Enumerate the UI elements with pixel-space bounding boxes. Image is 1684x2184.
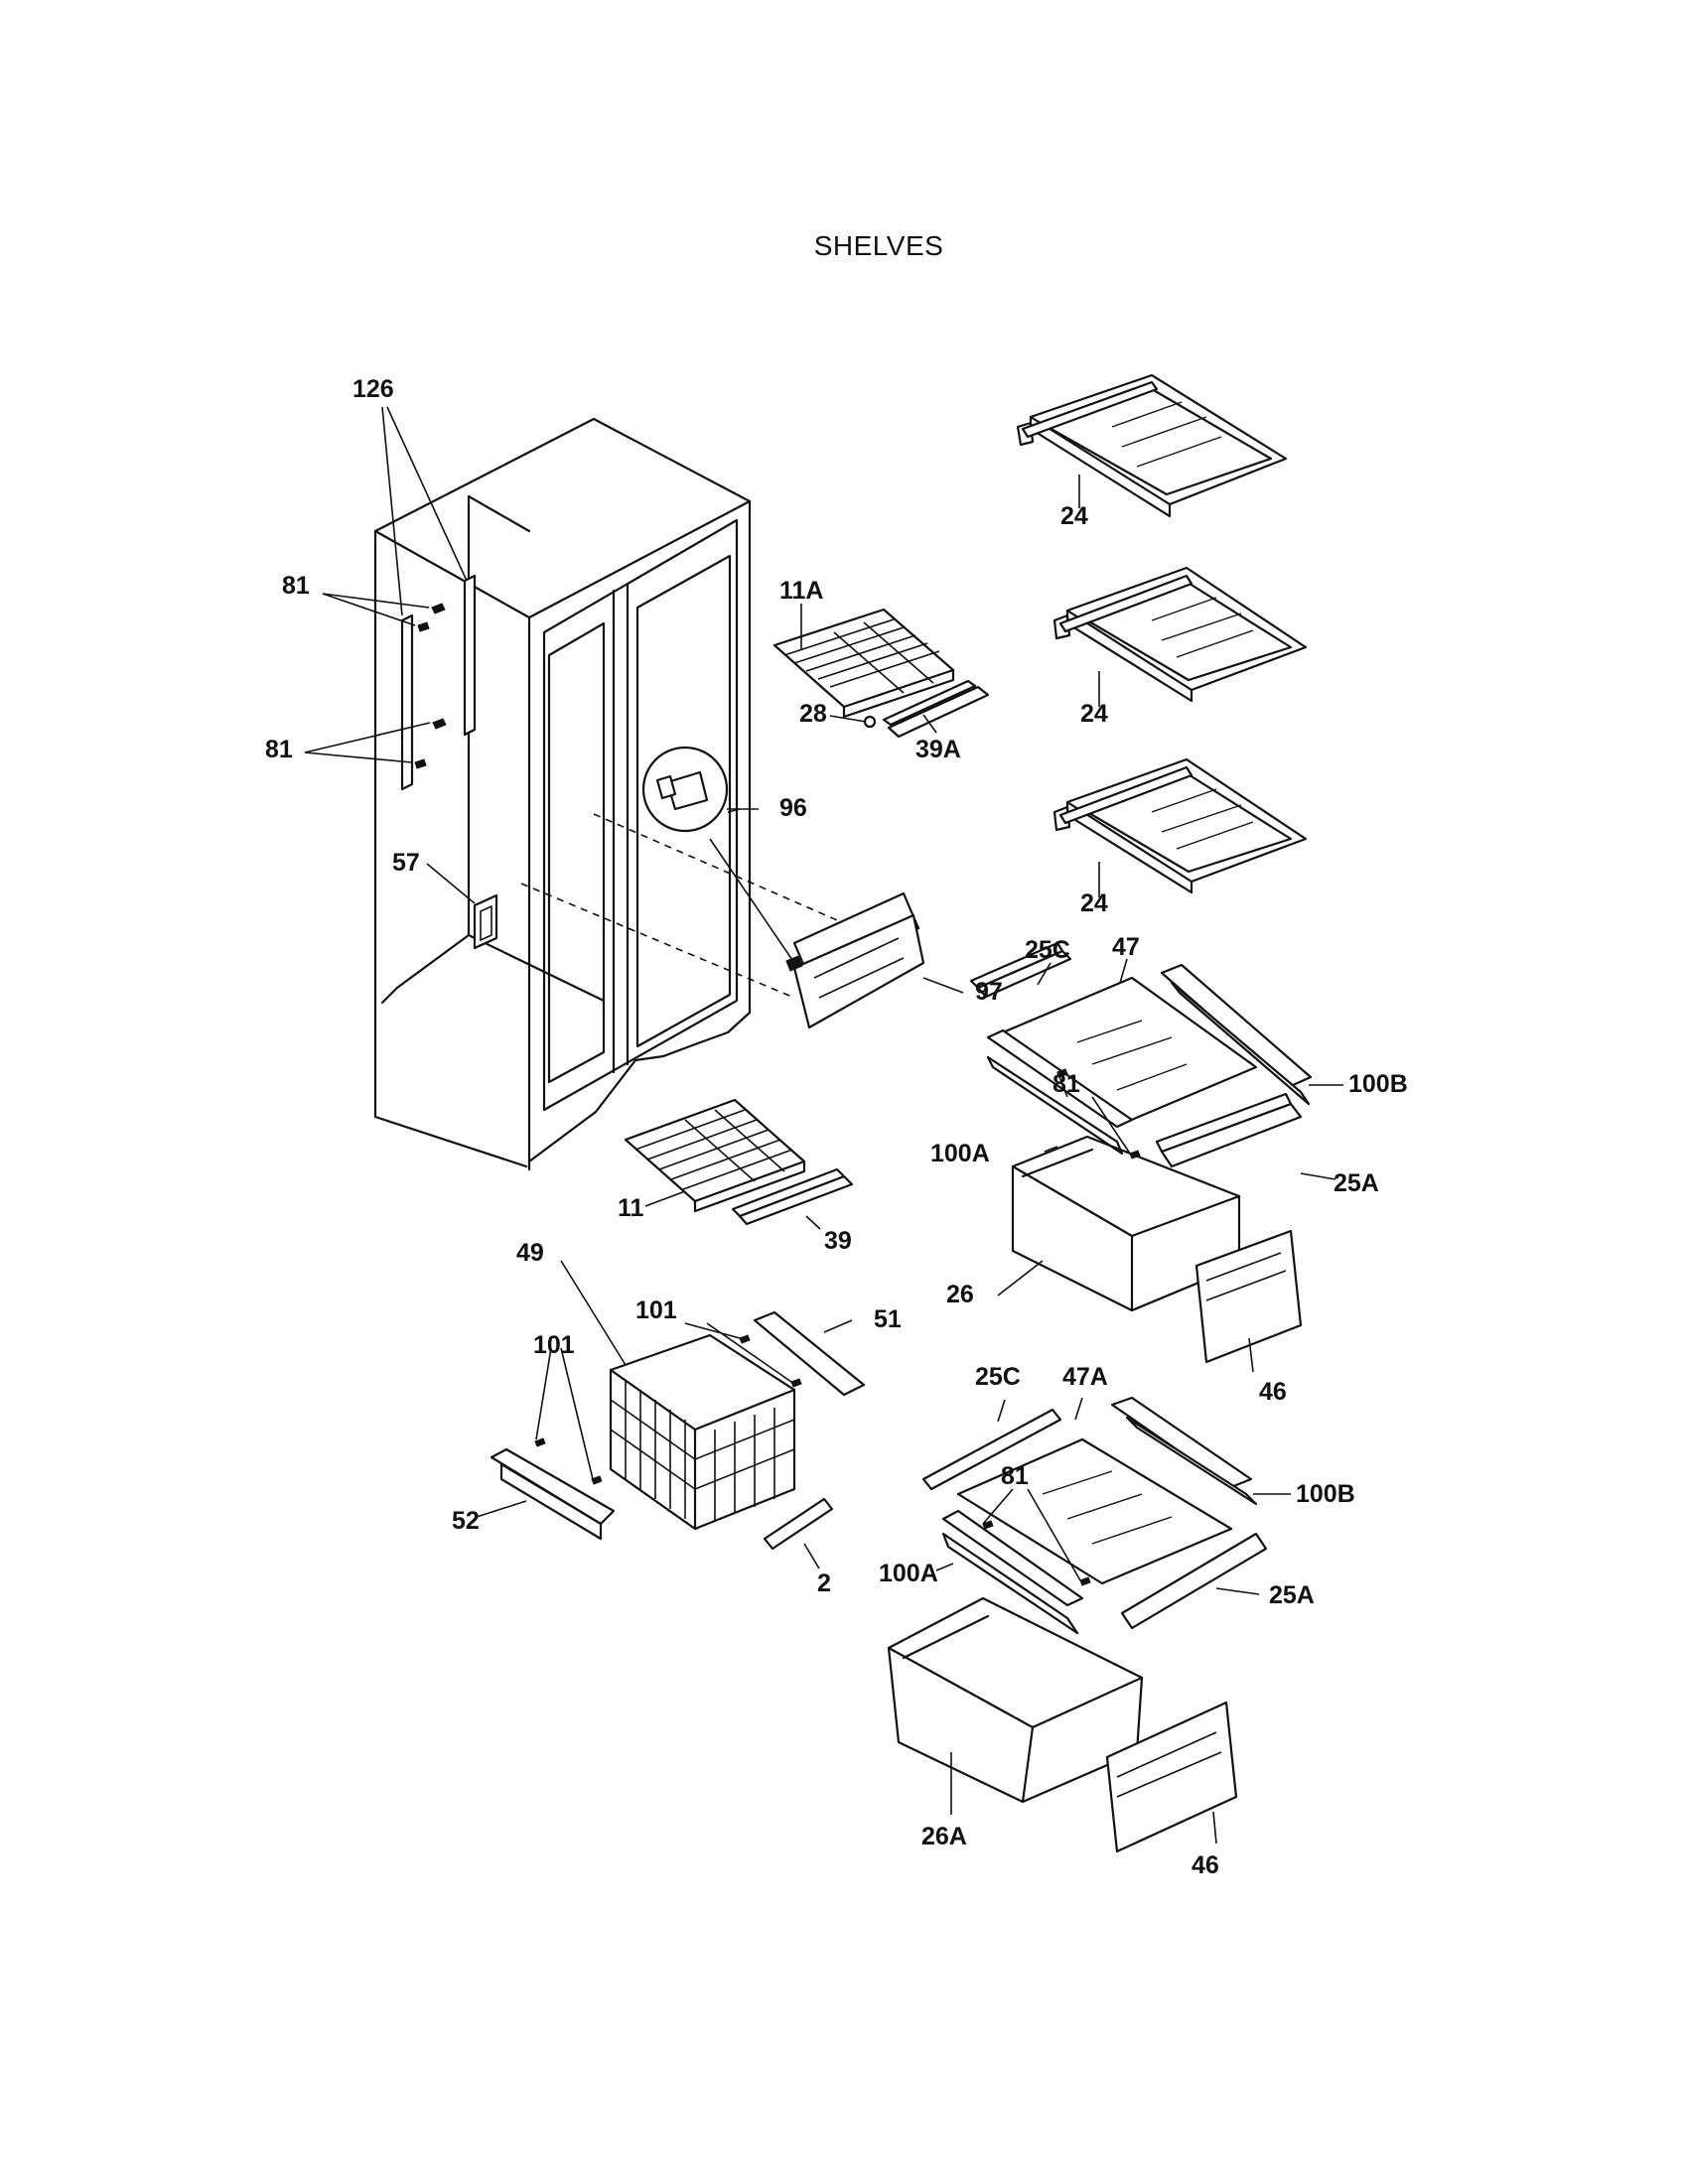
part-96 xyxy=(641,746,729,833)
rail-39a xyxy=(882,679,990,739)
screws-81 xyxy=(414,603,447,769)
callout-39: 39 xyxy=(824,1227,852,1255)
drawer-26a xyxy=(887,1596,1144,1804)
callout-24-a: 24 xyxy=(1060,502,1088,530)
callout-101-b: 101 xyxy=(533,1331,575,1359)
diagram-title: SHELVES xyxy=(813,230,944,261)
callout-101-a: 101 xyxy=(635,1297,677,1324)
frame-100b-top xyxy=(1160,963,1313,1106)
callout-81-d: 81 xyxy=(1001,1462,1029,1490)
callout-39a: 39A xyxy=(915,736,961,763)
callout-24-c: 24 xyxy=(1080,889,1108,917)
callout-52: 52 xyxy=(452,1507,480,1535)
callout-25c-top: 25C xyxy=(1025,936,1070,964)
rail-25c-bottom xyxy=(921,1408,1062,1491)
part-97 xyxy=(785,891,925,1029)
rail-52 xyxy=(490,1447,616,1541)
callout-96: 96 xyxy=(779,794,807,822)
leader-lines xyxy=(304,406,1343,1844)
callout-81-a: 81 xyxy=(282,572,310,600)
callout-25a-bottom: 25A xyxy=(1269,1581,1315,1609)
rail-2 xyxy=(763,1497,834,1551)
callout-100b-bottom: 100B xyxy=(1296,1480,1355,1508)
callout-24-b: 24 xyxy=(1080,700,1108,728)
callout-26: 26 xyxy=(946,1281,974,1308)
callout-labels: 126 81 81 57 11A 28 39A 96 97 24 24 24 2… xyxy=(265,375,1408,1879)
callout-51: 51 xyxy=(874,1305,902,1333)
callout-57: 57 xyxy=(392,849,420,877)
part-57 xyxy=(473,893,498,950)
callout-49: 49 xyxy=(516,1239,544,1267)
glass-shelf-24-a xyxy=(1016,373,1288,518)
callout-81-c: 81 xyxy=(1052,1070,1080,1098)
part-28 xyxy=(863,715,877,729)
wire-shelf-11a xyxy=(772,608,955,719)
callout-47a: 47A xyxy=(1062,1363,1108,1391)
callout-81-b: 81 xyxy=(265,736,293,763)
callout-11a: 11A xyxy=(779,577,823,605)
basket-49 xyxy=(609,1333,796,1531)
callout-100a-bottom: 100A xyxy=(879,1560,938,1587)
rail-51 xyxy=(753,1310,866,1397)
callout-100b-top: 100B xyxy=(1348,1070,1408,1098)
callout-28: 28 xyxy=(799,700,827,728)
rail-39 xyxy=(731,1167,854,1226)
glass-shelf-24-c xyxy=(1052,757,1308,894)
screws-101 xyxy=(534,1334,802,1485)
frame-100a-bottom xyxy=(941,1509,1084,1635)
callout-11: 11 xyxy=(618,1194,644,1222)
door-handle-126 xyxy=(400,574,477,791)
glass-47a xyxy=(956,1437,1233,1585)
callout-25a-top: 25A xyxy=(1333,1169,1379,1197)
callout-47: 47 xyxy=(1112,933,1140,961)
drawer-front-46-bottom xyxy=(1105,1701,1238,1853)
frame-100b-bottom xyxy=(1110,1396,1258,1506)
wire-shelf-11 xyxy=(624,1098,806,1213)
drawer-front-46-top xyxy=(1194,1229,1303,1364)
callout-126: 126 xyxy=(352,375,394,403)
screws-81-bottom xyxy=(982,1520,1091,1586)
rail-25a-bottom xyxy=(1120,1532,1268,1630)
callout-46-bottom: 46 xyxy=(1192,1851,1219,1879)
glass-shelf-24-b xyxy=(1052,566,1308,703)
rail-25c-top xyxy=(969,941,1072,999)
callout-2: 2 xyxy=(817,1570,831,1597)
callout-25c-bottom: 25C xyxy=(975,1363,1021,1391)
rail-25a-top xyxy=(1155,1092,1303,1168)
callout-97: 97 xyxy=(975,978,1003,1006)
callout-26a: 26A xyxy=(921,1823,967,1850)
callout-46-top: 46 xyxy=(1259,1378,1287,1406)
callout-100a-top: 100A xyxy=(930,1140,990,1167)
